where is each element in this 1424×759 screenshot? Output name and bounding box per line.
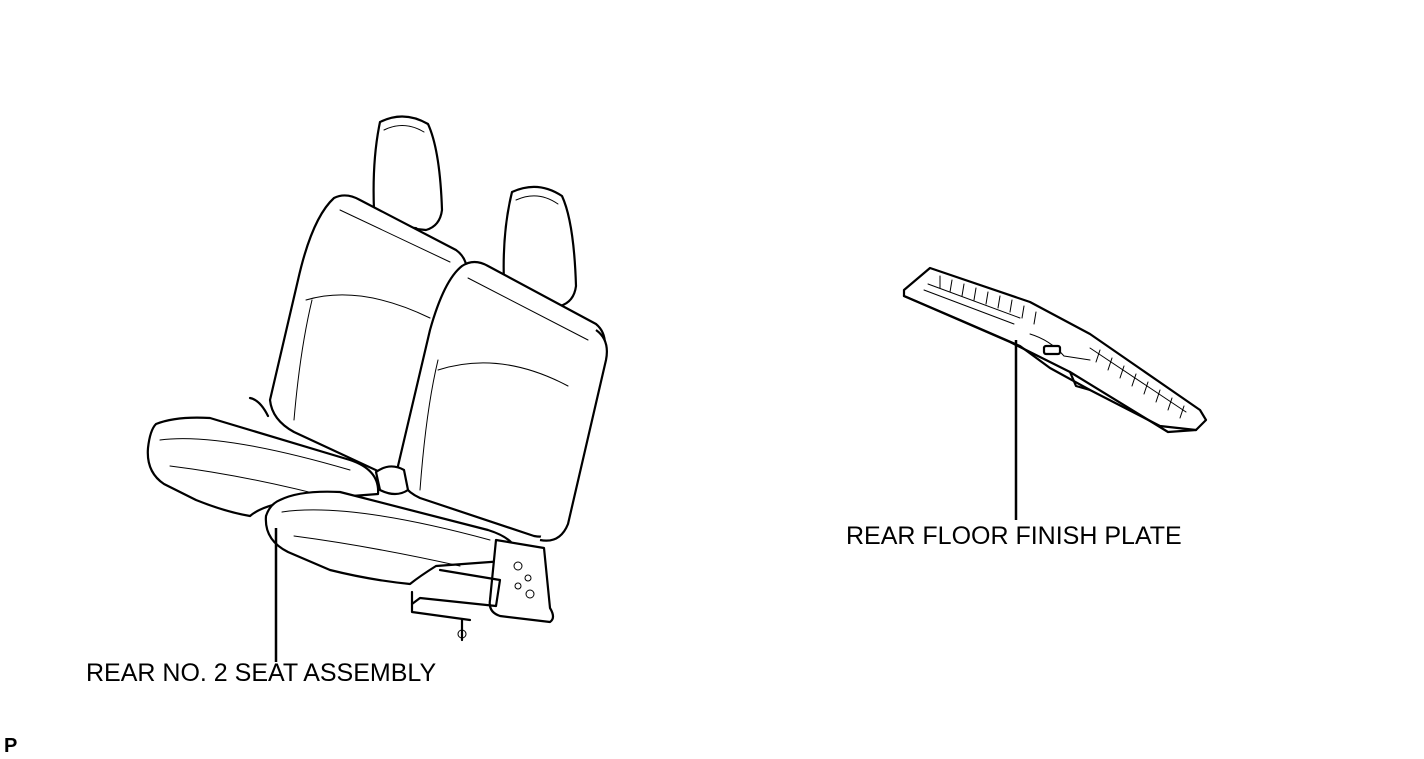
rear-seat-illustration bbox=[146, 115, 608, 662]
center-buckle bbox=[374, 465, 410, 496]
plate-ribs bbox=[923, 275, 1187, 419]
seat-frame bbox=[248, 396, 555, 642]
floor-plate-illustration bbox=[902, 266, 1208, 520]
right-seatback bbox=[396, 260, 608, 542]
floor-plate-label: REAR FLOOR FINISH PLATE bbox=[846, 522, 1182, 550]
corner-code: P bbox=[4, 735, 18, 757]
seat-assembly-label: REAR NO. 2 SEAT ASSEMBLY bbox=[86, 659, 437, 687]
right-cushion bbox=[264, 490, 520, 586]
